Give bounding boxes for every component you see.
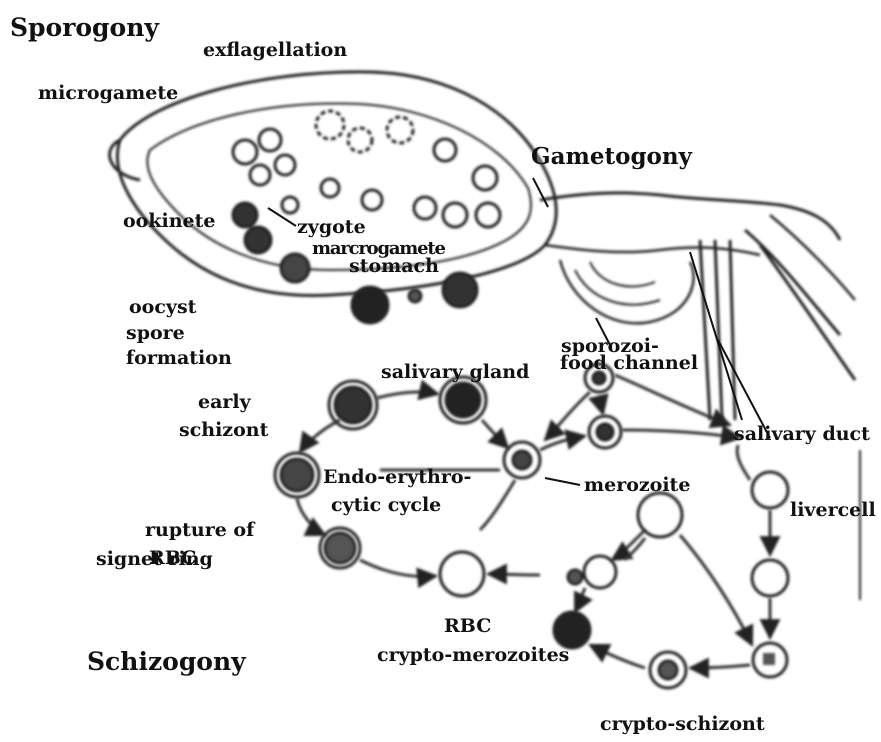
rbc-cell (440, 552, 484, 596)
label-crypto-schizont: crypto-schizont (600, 714, 765, 735)
label-livercell: livercell (790, 500, 876, 521)
salivary-duct-lines (700, 240, 735, 420)
label-cytic-cycle: cytic cycle (331, 495, 441, 516)
label-zygote: zygote (297, 217, 366, 238)
rupture-cell (281, 459, 313, 491)
liver-top-cell (752, 472, 788, 508)
label-gametogony: Gametogony (531, 144, 692, 170)
gut-tail (110, 140, 140, 180)
label-schizogony: Schizogony (87, 648, 246, 676)
label-food-channel: food channel (560, 353, 698, 374)
label-sporogony: Sporogony (10, 14, 159, 42)
label-schizont: schizont (179, 420, 268, 441)
label-signet-ring: signet ring (96, 549, 213, 570)
signet-ring-cell (325, 533, 355, 563)
label-crypto-merozoites: crypto-merozoites (377, 645, 569, 666)
salivary-gland-lobe (560, 260, 694, 323)
label-microgamete: microgamete (38, 83, 178, 104)
label-spore: spore (126, 323, 185, 344)
label-ookinete: ookinete (123, 211, 216, 232)
label-rbc-lower: RBC (444, 616, 491, 637)
label-salivary-gland: salivary gland (381, 362, 529, 383)
label-oocyst: oocyst (129, 297, 196, 318)
foregut-lower (545, 245, 760, 255)
salivary-cell (446, 383, 480, 417)
label-endo-erythro: Endo-erythro- (323, 467, 471, 488)
early-schizont-cell (335, 387, 371, 423)
label-early: early (198, 392, 251, 413)
crypto-merozoite-cell (584, 556, 616, 588)
label-exflagellation: exflagellation (203, 40, 347, 61)
foregut (540, 193, 840, 240)
label-formation: formation (126, 348, 232, 369)
label-salivary-duct: salivary duct (734, 424, 870, 445)
liver-mid-cell (752, 560, 788, 596)
label-rupture-of: rupture of (145, 520, 254, 541)
label-stomach: stomach (349, 256, 439, 277)
dark-crypto-cell (554, 612, 590, 648)
label-merozoite: merozoite (584, 475, 690, 496)
